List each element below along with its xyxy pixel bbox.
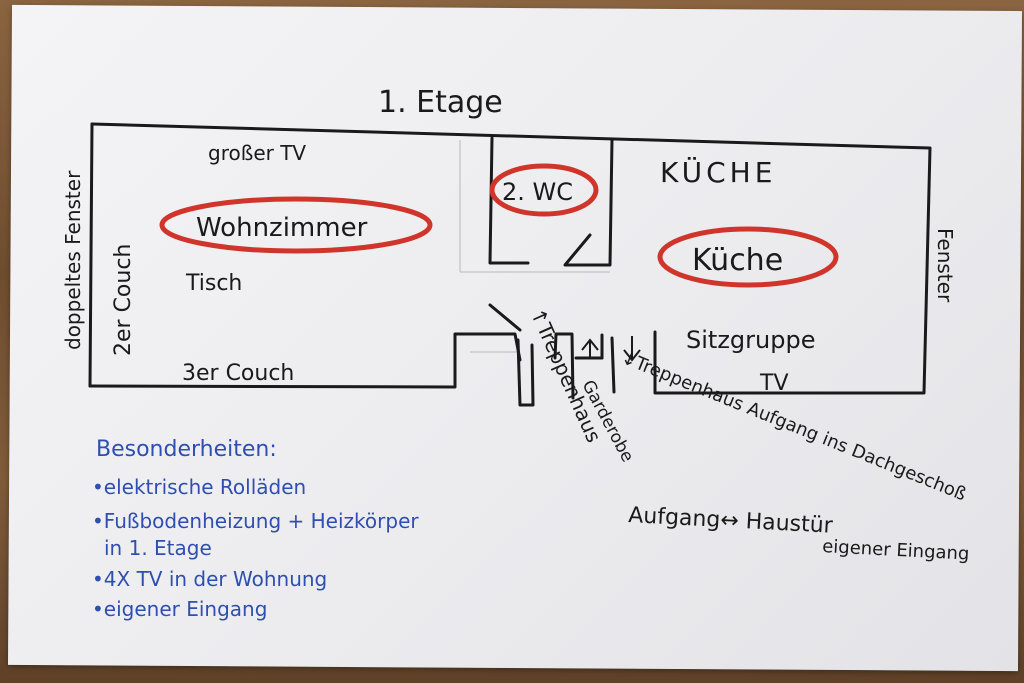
- label-treppenhaus-left: ↑Treppenhaus: [525, 304, 606, 446]
- label-fenster: Fenster: [933, 228, 957, 303]
- floor-plan-walls: [88, 122, 932, 407]
- label-2er-couch: 2er Couch: [111, 244, 136, 356]
- besonderheiten-item: •4X TV in der Wohnung: [92, 567, 327, 591]
- stair-arrows: [581, 336, 641, 362]
- besonderheiten-item: •Fußbodenheizung + Heizkörper: [92, 509, 419, 533]
- plan-title: 1. Etage: [378, 85, 503, 120]
- label-treppenhaus-right: ↓Treppenhaus Aufgang ins Dachgeschoß: [618, 347, 969, 505]
- label-tv: TV: [759, 371, 789, 396]
- besonderheiten-heading: Besonderheiten:: [96, 437, 277, 462]
- label-tisch: Tisch: [185, 271, 242, 296]
- label-sitzgruppe: Sitzgruppe: [686, 326, 815, 354]
- besonderheiten-item: in 1. Etage: [104, 536, 212, 560]
- label-doppeltes-fenster: doppeltes Fenster: [61, 170, 85, 350]
- besonderheiten-item: •eigener Eingang: [92, 597, 267, 621]
- room-label-kueche-caps: KÜCHE: [660, 155, 776, 189]
- room-label-kueche: Küche: [692, 243, 783, 278]
- red-highlights: [159, 163, 839, 288]
- label-eigener-eingang-right: eigener Eingang: [822, 536, 970, 565]
- label-grosser-tv: großer TV: [208, 141, 306, 165]
- label-aufgang-haustuer: Aufgang↔ Haustür: [628, 503, 835, 539]
- room-label-wohnzimmer: Wohnzimmer: [196, 213, 368, 243]
- label-3er-couch: 3er Couch: [182, 361, 294, 386]
- room-label-wc: 2. WC: [502, 178, 573, 206]
- besonderheiten-item: •elektrische Rolläden: [92, 475, 306, 499]
- besonderheiten-list: Besonderheiten: •elektrische Rolläden •F…: [92, 437, 419, 621]
